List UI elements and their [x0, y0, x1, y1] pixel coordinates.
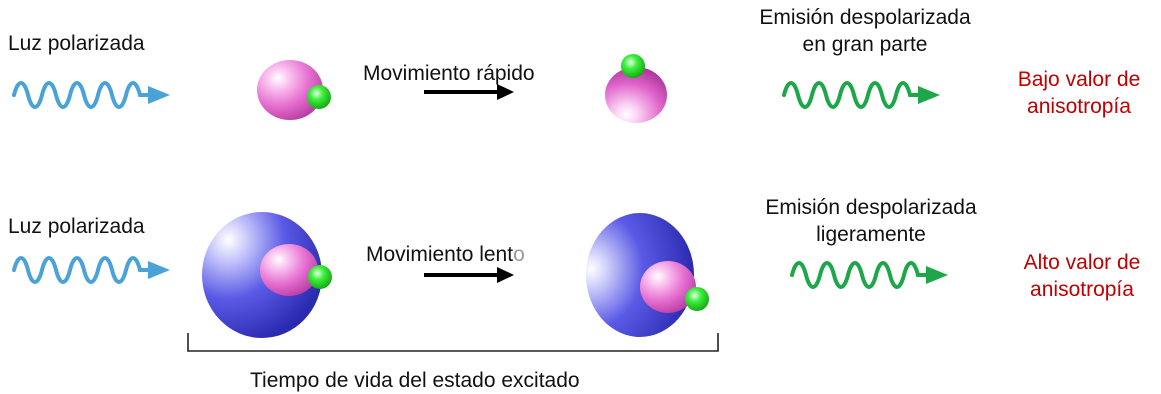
movement-arrow-icon-row1 — [424, 84, 514, 100]
small-molecule-icon-row1-after — [605, 54, 667, 123]
incoming-light-label-row1: Luz polarizada — [8, 32, 145, 55]
movement-label-row2-faded: o — [513, 243, 525, 266]
emission-label-row2-line1: Emisión despolarizada — [765, 196, 977, 219]
movement-label-row2-main: Movimiento lent — [366, 243, 514, 266]
result-label-row2: Alto valor de anisotropía — [1003, 249, 1161, 303]
movement-label-row1: Movimiento rápido — [363, 62, 535, 85]
emitted-light-wave-icon-row2 — [790, 261, 948, 289]
protein-complex-icon-row2-after — [586, 213, 709, 337]
small-molecule-icon-row1-before — [257, 60, 331, 120]
result-label-row1-line2: anisotropía — [1027, 95, 1131, 118]
movement-label-row2: Movimiento lento — [366, 241, 525, 268]
result-label-row2-line2: anisotropía — [1030, 278, 1134, 301]
emission-label-row1-line2: en gran parte — [802, 33, 928, 56]
incoming-light-wave-icon-row2 — [12, 256, 170, 284]
incoming-light-label-row2: Luz polarizada — [8, 215, 145, 238]
result-label-row1-line1: Bajo valor de — [1017, 68, 1141, 91]
lifetime-bracket — [187, 333, 719, 352]
movement-arrow-icon-row2 — [424, 267, 514, 283]
lifetime-label: Tiempo de vida del estado excitado — [250, 369, 580, 392]
emission-label-row2-line2: ligeramente — [816, 223, 926, 246]
emitted-light-wave-icon-row1 — [782, 81, 940, 109]
emission-label-row1: Emisión despolarizada en gran parte — [724, 4, 1006, 58]
result-label-row1: Bajo valor de anisotropía — [1000, 66, 1158, 120]
result-label-row2-line1: Alto valor de — [1023, 251, 1141, 274]
emission-label-row1-line1: Emisión despolarizada — [759, 6, 971, 29]
protein-complex-icon-row2-before — [202, 212, 332, 338]
incoming-light-wave-icon-row1 — [12, 81, 170, 109]
emission-label-row2: Emisión despolarizada ligeramente — [730, 194, 1012, 248]
